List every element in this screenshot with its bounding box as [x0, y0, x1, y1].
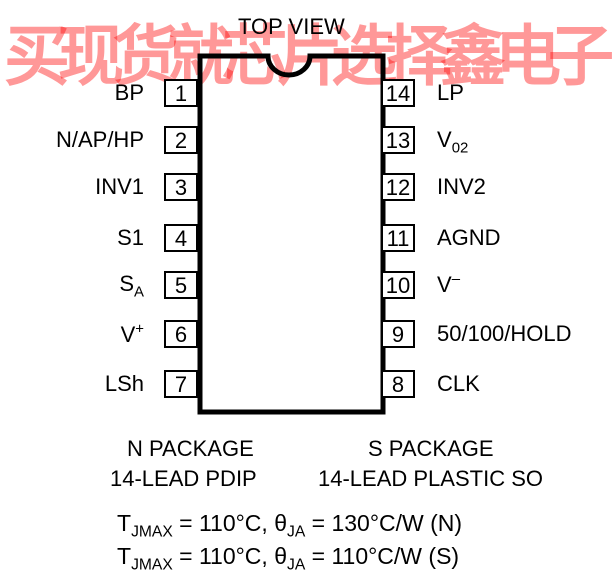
theta-subscript: JA	[287, 556, 306, 574]
n-package-desc: 14-LEAD PDIP	[110, 466, 257, 491]
pin-label: INV1	[95, 174, 144, 199]
watermark-char: 子	[548, 18, 614, 95]
pin-label: LP	[437, 80, 464, 105]
watermark-char: 电	[495, 18, 561, 95]
pin-label: CLK	[437, 371, 480, 396]
pin-number-box: 1	[164, 79, 198, 107]
thermal-spec-n: TJMAX = 110°C, θJA = 130°C/W (N)	[117, 510, 463, 540]
pin-label-superscript: +	[135, 320, 144, 338]
theta-subscript: JA	[287, 523, 306, 541]
pin-label-superscript: –	[451, 270, 461, 288]
n-package-title: N PACKAGE	[127, 436, 254, 461]
t-value: = 110°C,	[172, 543, 275, 569]
watermark-char: 择	[386, 18, 452, 95]
thermal-spec-s: TJMAX = 110°C, θJA = 110°C/W (S)	[117, 543, 460, 573]
watermark-char: 货	[113, 18, 179, 95]
pin-label: S1	[117, 225, 144, 250]
pin-label: SA	[119, 271, 144, 300]
pin-number-box: 9	[381, 320, 415, 348]
pin-number-box: 4	[164, 224, 198, 252]
watermark-char: 现	[58, 18, 124, 95]
pin-label: AGND	[437, 225, 501, 250]
pin-label-main: V	[437, 127, 452, 152]
pin-label-subscript: 02	[451, 139, 469, 157]
pin-label-subscript: A	[134, 283, 144, 301]
t-value: = 110°C,	[172, 510, 275, 536]
theta-value: = 110°C/W (S)	[305, 543, 460, 569]
pin-number-box: 8	[381, 370, 415, 398]
theta-symbol: θ	[274, 543, 287, 569]
t-subscript: JMAX	[131, 523, 173, 541]
pin-label: BP	[114, 80, 144, 105]
theta-value: = 130°C/W (N)	[305, 510, 463, 536]
pin-number-box: 7	[164, 370, 198, 398]
pin-number-box: 2	[164, 126, 198, 154]
pin-label: V02	[437, 127, 468, 156]
pin-label: INV2	[437, 174, 486, 199]
t-symbol: T	[117, 543, 132, 569]
t-symbol: T	[117, 510, 132, 536]
pin-label-main: S	[119, 271, 135, 296]
pin-number-box: 5	[164, 271, 198, 299]
pin-number-box: 14	[381, 79, 415, 107]
pin-number-box: 13	[381, 126, 415, 154]
pin-number-box: 11	[381, 224, 415, 252]
pin-label: V+	[120, 320, 144, 347]
theta-symbol: θ	[274, 510, 287, 536]
pin-number-box: 3	[164, 173, 198, 201]
pin-label: LSh	[104, 371, 144, 396]
pin-number-box: 12	[381, 173, 415, 201]
pin-label: V–	[437, 270, 461, 297]
pin-number-box: 6	[164, 320, 198, 348]
pin-label-main: V	[120, 322, 136, 347]
view-title: TOP VIEW	[238, 14, 345, 39]
watermark-char: 买	[4, 18, 70, 95]
pin-number-box: 10	[381, 271, 415, 299]
pin-label: 50/100/HOLD	[437, 321, 572, 346]
watermark-char: 鑫	[440, 18, 506, 95]
t-subscript: JMAX	[131, 556, 173, 574]
pin-label: N/AP/HP	[55, 127, 144, 152]
pin-label-main: V	[437, 272, 452, 297]
s-package-title: S PACKAGE	[368, 436, 494, 461]
s-package-desc: 14-LEAD PLASTIC SO	[318, 466, 543, 491]
